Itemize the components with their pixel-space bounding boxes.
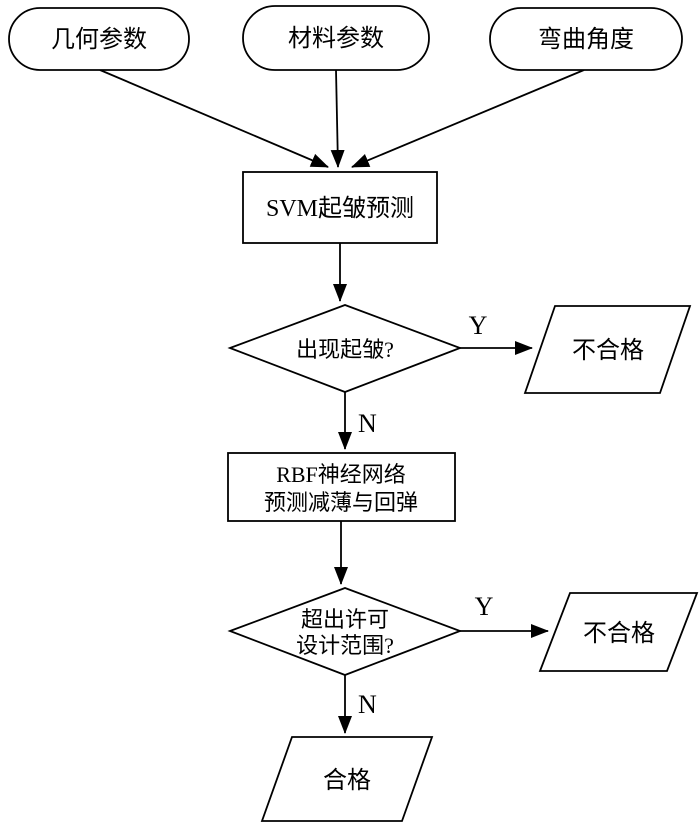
process-rect xyxy=(227,452,456,522)
node-wrinkle-decision: 出现起皱? xyxy=(227,304,463,393)
decision-diamond xyxy=(227,587,463,676)
output-parallelogram xyxy=(260,736,434,822)
node-range-decision: 超出许可 设计范围? xyxy=(227,587,463,676)
node-wrinkle-decision-label: 出现起皱? xyxy=(296,337,394,362)
decision-diamond xyxy=(227,304,463,393)
edges xyxy=(99,69,585,734)
edge-labels: Y N Y N xyxy=(358,311,494,719)
output-parallelogram xyxy=(538,592,699,672)
node-range-decision-label-line1: 超出许可 xyxy=(301,607,389,632)
node-rbf-prediction: RBF神经网络 预测减薄与回弹 xyxy=(227,452,456,522)
node-svm-label: SVM起皱预测 xyxy=(266,195,414,222)
node-unqualified-2-label: 不合格 xyxy=(583,620,655,647)
edge-geometry-to-svm xyxy=(99,69,329,168)
edge-bendangle-to-svm xyxy=(351,69,585,168)
label-yes-1: Y xyxy=(469,311,488,340)
label-yes-2: Y xyxy=(475,592,494,621)
stadium-shape xyxy=(8,7,190,71)
node-unqualified-1-label: 不合格 xyxy=(572,337,644,364)
stadium-shape xyxy=(489,7,683,71)
node-range-decision-label-line2: 设计范围? xyxy=(296,633,394,658)
node-unqualified-1: 不合格 xyxy=(523,305,692,394)
label-no-2: N xyxy=(358,690,377,719)
output-parallelogram xyxy=(523,305,692,394)
edge-material-to-svm xyxy=(330,69,345,168)
node-bend-angle-label: 弯曲角度 xyxy=(538,26,634,53)
node-material-params: 材料参数 xyxy=(242,5,430,71)
node-qualified: 合格 xyxy=(260,736,434,822)
node-geometry-params: 几何参数 xyxy=(8,7,190,71)
node-rbf-label-line1: RBF神经网络 xyxy=(276,462,406,487)
node-qualified-label: 合格 xyxy=(323,767,371,794)
process-rect xyxy=(242,171,438,244)
node-bend-angle: 弯曲角度 xyxy=(489,7,683,71)
label-no-1: N xyxy=(358,409,377,438)
node-svm-prediction: SVM起皱预测 xyxy=(242,171,438,244)
node-rbf-label-line2: 预测减薄与回弹 xyxy=(264,490,418,515)
node-geometry-params-label: 几何参数 xyxy=(51,26,147,53)
stadium-shape xyxy=(242,5,430,71)
node-material-params-label: 材料参数 xyxy=(288,25,384,52)
node-unqualified-2: 不合格 xyxy=(538,592,699,672)
